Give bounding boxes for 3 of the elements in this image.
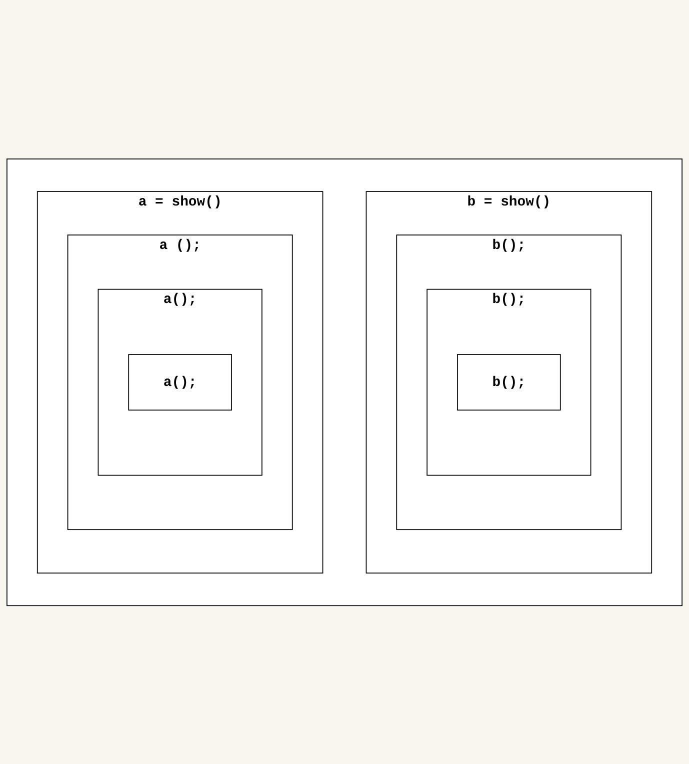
node-box: a(); bbox=[128, 354, 232, 410]
cluster bbox=[6, 158, 682, 606]
node-box: b(); bbox=[457, 354, 561, 410]
